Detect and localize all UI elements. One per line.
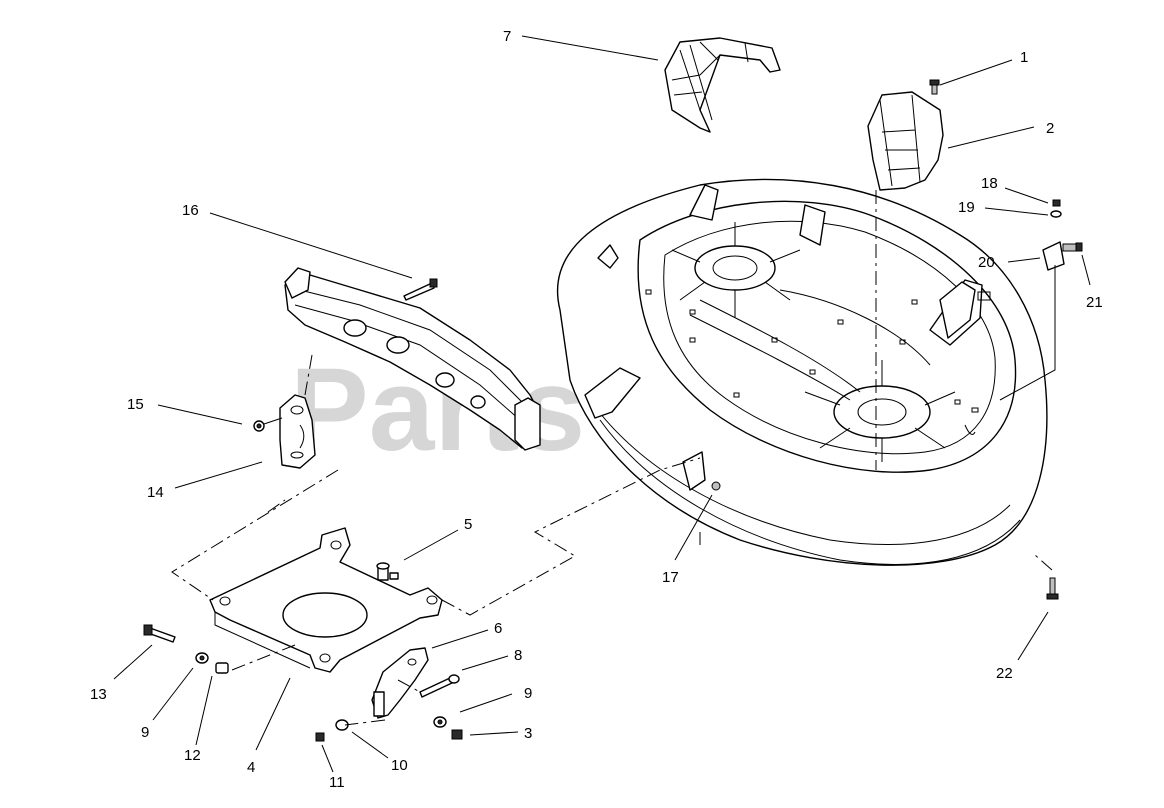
callout-4: 4 [247,759,255,776]
bracket-part-14 [253,394,316,469]
mount-plate-part-4 [209,527,443,673]
callout-19: 19 [958,199,975,216]
callout-16: 16 [182,202,199,219]
deflector-part-7 [664,37,781,133]
callout-18: 18 [981,175,998,192]
callout-2: 2 [1046,120,1054,137]
callout-5: 5 [464,516,472,533]
callout-12: 12 [184,747,201,764]
assembly-lines [171,190,1056,726]
callout-15: 15 [127,396,144,413]
callout-9-left: 9 [141,724,149,741]
callout-22: 22 [996,665,1013,682]
callout-6: 6 [494,620,502,637]
callout-21: 21 [1086,294,1103,311]
mower-deck [556,178,1048,566]
leader-lines [113,35,1091,773]
callout-10: 10 [391,757,408,774]
callout-1: 1 [1020,49,1028,66]
callout-7: 7 [503,28,511,45]
bracket-part-6 [371,647,429,719]
callout-14: 14 [147,484,164,501]
callout-8: 8 [514,647,522,664]
pivot-arm-assembly [284,267,541,451]
callout-11: 11 [329,774,345,791]
callout-numbers: 1 2 3 4 5 6 7 8 9 9 10 11 12 13 14 15 16… [90,28,1103,791]
callout-20: 20 [978,254,995,271]
deflector-part-2 [867,79,944,191]
hardware [143,562,1059,742]
callout-3: 3 [524,725,532,742]
callout-13: 13 [90,686,107,703]
callout-17: 17 [662,569,679,586]
fittings-18-21 [939,199,1083,401]
callout-9-right: 9 [524,685,532,702]
